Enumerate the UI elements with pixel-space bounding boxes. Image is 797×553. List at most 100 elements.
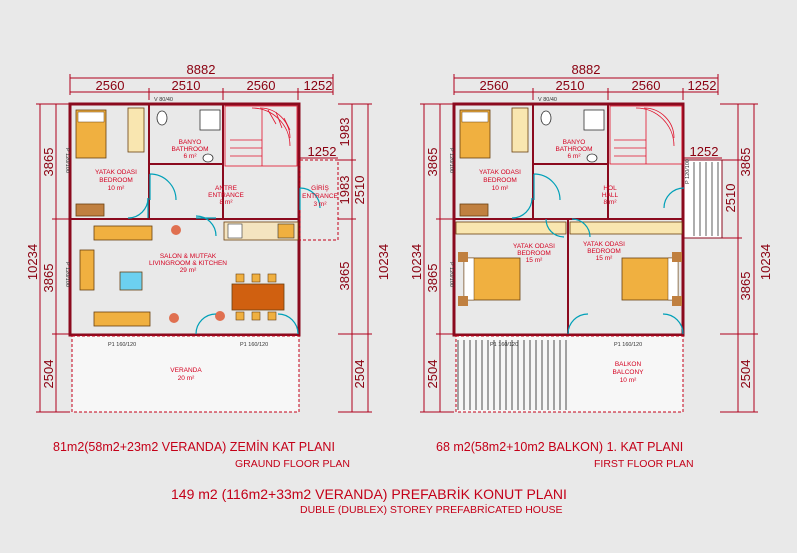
ground-dim-top-3: 2560 [247,78,276,93]
first-dim-left-1: 3865 [425,148,440,177]
ground-bath-tr: BANYO [179,139,202,146]
first-wardrobe-3 [569,221,683,235]
first-staircase [609,105,683,165]
ground-dim-top-1: 2560 [96,78,125,93]
first-dim-top-4: 1252 [688,78,717,93]
ground-dim-right-2: 2510 [352,176,367,205]
ground-entry-area: 3 m² [314,201,328,208]
first-bed3-tr: YATAK ODASI [583,241,625,248]
first-nightstand-1 [458,252,468,262]
ground-window-p2: P 120/100 [64,262,70,287]
first-bed-small [459,109,491,159]
first-bedroom-en: BEDROOM [483,177,517,184]
ground-caption-en: GRAUND FLOOR PLAN [235,458,350,470]
ground-caption-tr: 81m2(58m2+23m2 VERANDA) ZEMİN KAT PLANI [53,440,335,454]
ground-coffee-table [119,271,143,291]
ground-dim-right-total: 10234 [376,244,391,280]
ground-bedroom-area: 10 m² [108,185,125,192]
ground-bath-area: 6 m² [184,153,198,160]
first-dim-right-3: 3865 [738,272,753,301]
first-bed2-area: 15 m² [526,257,543,264]
first-desk [459,203,489,217]
first-total-width: 8882 [572,62,601,77]
first-wardrobe-2 [455,221,567,235]
ground-wardrobe [127,107,145,153]
ground-floor-plan: 8882 2560 2510 2560 1252 10234 3865 3865… [25,62,391,413]
ground-living-en: LIVINGROOM & KITCHEN [149,260,227,267]
first-caption-tr: 68 m2(58m2+10m2 BALKON) 1. KAT PLANI [436,440,684,454]
ground-dim-top-4: 1252 [304,78,333,93]
ground-shower [199,109,221,131]
ground-dim-left-3: 2504 [41,360,56,389]
first-bed3-area: 15 m² [596,255,613,262]
first-balcony-tr: BALKON [615,361,642,368]
first-door-p1-right: P1 160/120 [614,342,642,348]
ground-dining-chairs [235,273,277,321]
ground-veranda [71,335,300,413]
first-bedroom-area: 10 m² [492,185,509,192]
first-hall-area: 8 m² [604,199,618,206]
ground-dim-right-4: 3865 [337,262,352,291]
ground-bath-en: BATHROOM [171,146,208,153]
ground-sofa-left [79,249,95,291]
ground-entry-tr: GİRİŞ [311,183,329,192]
ground-kitchen-counter [223,221,299,241]
ground-bedroom-tr: YATAK ODASI [95,169,137,176]
first-bed-right [621,257,679,301]
ground-window-v1: V 80/40 [154,97,173,103]
ground-bedroom-en: BEDROOM [99,177,133,184]
main-title: 149 m2 (116m2+33m2 VERANDA) PREFABRİK KO… [171,486,567,502]
first-dim-right-2: 2510 [723,184,738,213]
first-window-p2: P 120/100 [448,262,454,287]
ground-total-width: 8882 [187,62,216,77]
first-bath-en: BATHROOM [555,146,592,153]
first-window-v1: V 80/40 [538,97,557,103]
ground-dining-table [231,283,285,311]
ground-dim-left-total: 10234 [25,244,40,280]
first-floor-plan: 8882 2560 2510 2560 1252 10234 3865 3865… [409,62,773,413]
first-hall-tr: HOL [603,185,617,192]
ground-door-p1-left: P1 160/120 [108,342,136,348]
ground-sofa-top [93,225,153,241]
ground-desk [75,203,105,217]
ground-sink [202,153,214,163]
ground-toilet [156,110,168,126]
ground-dim-right-3: 1983 [337,176,352,205]
ground-dim-left-1: 3865 [41,148,56,177]
first-dim-top-2: 2510 [556,78,585,93]
ground-bed [75,109,107,159]
first-dim-left-2: 3865 [425,264,440,293]
ground-veranda-area: 20 m² [178,375,195,382]
first-nightstand-4 [672,296,682,306]
ground-staircase [224,105,298,167]
first-dim-right-total: 10234 [758,244,773,280]
ground-sofa-bottom [93,311,151,327]
first-dim-top-1: 2560 [480,78,509,93]
first-window-p3: P 120/100 [685,159,691,184]
first-door-p1-left: P1 160/120 [490,342,518,348]
first-bed2-tr: YATAK ODASI [513,243,555,250]
ground-hall-area: 8 m² [220,199,234,206]
ground-plants [169,225,225,323]
first-dim-right-1: 3865 [738,148,753,177]
ground-living-area: 29 m² [180,267,197,274]
ground-hall-tr: ANTRE [215,185,238,192]
first-balcony-en: BALCONY [612,369,644,376]
first-hall-en: HALL [602,192,619,199]
first-dim-left-total: 10234 [409,244,424,280]
first-bath-tr: BANYO [563,139,586,146]
first-bed-left [463,257,521,301]
first-wardrobe [511,107,529,153]
ground-entry-en: ENTRANCE [302,193,338,200]
ground-veranda-label: VERANDA [170,367,202,374]
first-sink [586,153,598,163]
ground-dim-left-2: 3865 [41,264,56,293]
ground-dim-right-5: 2504 [352,360,367,389]
sub-title: DUBLE (DUBLEX) STOREY PREFABRİCATED HOUS… [300,504,563,516]
ground-dim-top-2: 2510 [172,78,201,93]
first-balcony-railing [457,340,567,410]
first-balcony-area: 10 m² [620,377,637,384]
first-bed2-en: BEDROOM [517,250,551,257]
first-dim-top-3: 2560 [632,78,661,93]
